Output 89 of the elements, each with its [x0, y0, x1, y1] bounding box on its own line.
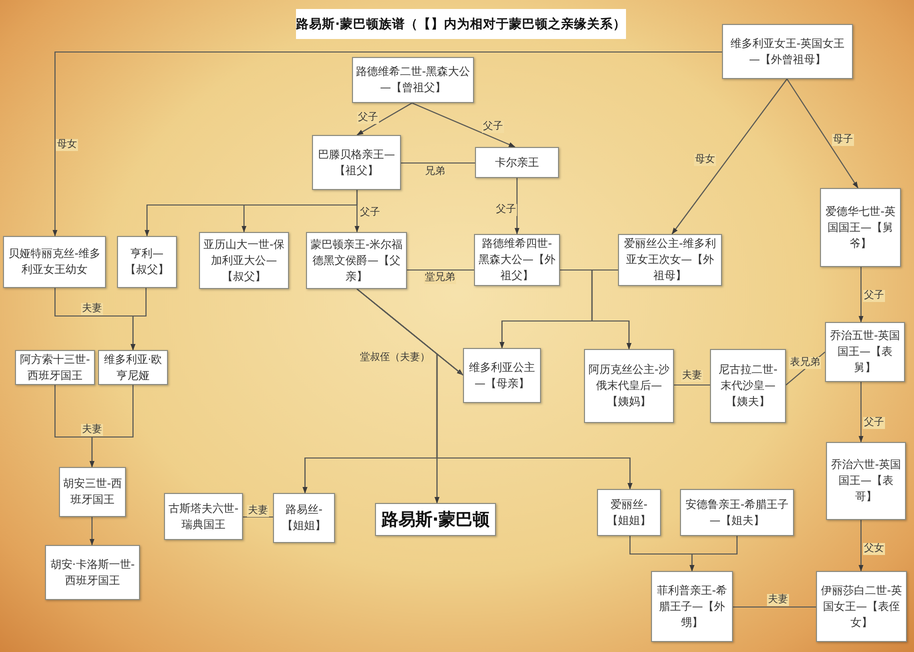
- person-name: 安德鲁亲王-希腊王子—【姐夫】: [684, 496, 790, 528]
- person-name: 古斯塔夫六世-瑞典国王: [168, 500, 239, 532]
- person-name: 阿方索十三世-西班牙国王: [19, 352, 91, 384]
- arrow: [858, 267, 864, 322]
- person-box: [722, 24, 853, 79]
- arrow: [514, 178, 520, 234]
- edge-label: 母女: [56, 139, 78, 151]
- person-name: 胡安·卡洛斯一世-西班牙国王: [49, 556, 136, 588]
- arrow: [412, 102, 516, 148]
- person-name: 亚历山大一世-保加利亚大公—【叔父】: [203, 236, 285, 284]
- person-box: [820, 188, 901, 267]
- person-name: 蒙巴顿亲王-米尔福德黑文侯爵—【父亲】: [310, 236, 403, 284]
- arrow: [130, 288, 147, 350]
- person-name: 维多利亚·欧亨尼娅: [102, 352, 164, 384]
- edge-label: 堂兄弟: [424, 272, 456, 284]
- arrow: [672, 78, 788, 234]
- person-box: [59, 467, 126, 517]
- edge-label: 夫妻: [681, 370, 703, 382]
- person-name: 路易丝-【姐姐】: [281, 502, 327, 534]
- person-box: [584, 349, 674, 423]
- person-name: 路易斯·蒙巴顿: [381, 508, 490, 530]
- edge-label: 父子: [495, 204, 517, 216]
- person-box: [45, 545, 140, 600]
- person-box: [710, 349, 786, 423]
- person-box: [680, 489, 794, 536]
- person-name: 巴滕贝格亲王—【祖父】: [317, 146, 396, 178]
- arrow: [786, 78, 858, 188]
- edge-label: 父子: [482, 121, 504, 133]
- person-name: 乔治五世-英国国王—【表舅】: [829, 328, 901, 376]
- focus-person-box: [375, 503, 496, 536]
- person-box: [463, 348, 541, 403]
- person-name: 爱丽丝公主-维多利亚女王次女—【外祖母】: [623, 236, 717, 284]
- title: 路易斯·蒙巴顿族谱（【】内为相对于蒙巴顿之亲缘关系）: [296, 9, 626, 39]
- arrow: [52, 51, 722, 236]
- person-name: 路德维希二世-黑森大公—【曾祖父】: [356, 64, 470, 96]
- edge-label: 父子: [359, 207, 381, 219]
- person-name: 爱丽丝-【姐姐】: [606, 496, 652, 528]
- edge-label: 夫妻: [767, 594, 789, 606]
- person-name: 阿历克丝公主-沙俄末代皇后—【姨妈】: [588, 362, 670, 410]
- person-box: [164, 493, 243, 540]
- person-name: 维多利亚公主—【母亲】: [468, 360, 536, 392]
- person-name: 菲利普亲王-希腊王子—【外甥】: [656, 582, 728, 630]
- edge-label: 父子: [357, 112, 379, 124]
- person-name: 尼古拉二世-末代沙皇—【姨夫】: [718, 362, 778, 410]
- connector-line: [401, 162, 475, 164]
- person-name: 卡尔亲王: [495, 154, 539, 170]
- person-name: 亨利—【叔父】: [124, 246, 170, 278]
- person-box: [826, 442, 906, 520]
- edge-label: 母子: [832, 134, 854, 146]
- arrow: [858, 382, 864, 442]
- edge-label: 母女: [694, 154, 716, 166]
- edge-label: 父女: [863, 543, 885, 555]
- arrow: [858, 520, 864, 572]
- person-box: [651, 571, 733, 642]
- person-name: 路德维希四世-黑森大公—【外祖父】: [478, 236, 556, 284]
- person-box: [816, 571, 907, 642]
- connector-line: [407, 269, 474, 271]
- edge-label: 夫妻: [81, 424, 103, 436]
- person-name: 贝娅特丽克丝-维多利亚女王幼女: [8, 246, 102, 278]
- arrow: [90, 517, 94, 546]
- edge-label: 夫妻: [81, 303, 103, 315]
- person-name: 伊丽莎白二世-英国女王—【表侄女】: [820, 582, 903, 630]
- person-box: [475, 147, 559, 178]
- connector-line: [674, 384, 710, 386]
- arrow: [690, 536, 738, 572]
- edge-label: 夫妻: [247, 505, 269, 517]
- person-name: 维多利亚女王-英国女王—【外曾祖母】: [730, 36, 846, 68]
- person-box: [825, 322, 905, 382]
- connector-line: [243, 516, 273, 518]
- person-name: 乔治六世-英国国王—【表哥】: [830, 457, 902, 505]
- arrow: [90, 385, 134, 468]
- arrow: [436, 352, 632, 490]
- arrow: [356, 102, 412, 136]
- person-name: 爱德华七世-英国国王—【舅爷】: [824, 204, 896, 252]
- person-box: [352, 57, 474, 103]
- person-box: [117, 236, 177, 288]
- person-box: [3, 236, 106, 288]
- edge-label: 兄弟: [424, 166, 446, 178]
- edge-label: 表兄弟: [789, 357, 821, 369]
- person-box: [273, 493, 335, 543]
- connector-line: [733, 606, 816, 608]
- person-box: [597, 489, 661, 536]
- person-name: 胡安三世-西班牙国王: [63, 476, 122, 508]
- arrow: [591, 269, 632, 350]
- edge-label: 父子: [863, 417, 885, 429]
- edge-label: 父子: [863, 290, 885, 302]
- person-box: [312, 135, 401, 190]
- edge-label: 堂叔侄（夫妻）: [359, 352, 431, 364]
- arrow: [354, 190, 360, 232]
